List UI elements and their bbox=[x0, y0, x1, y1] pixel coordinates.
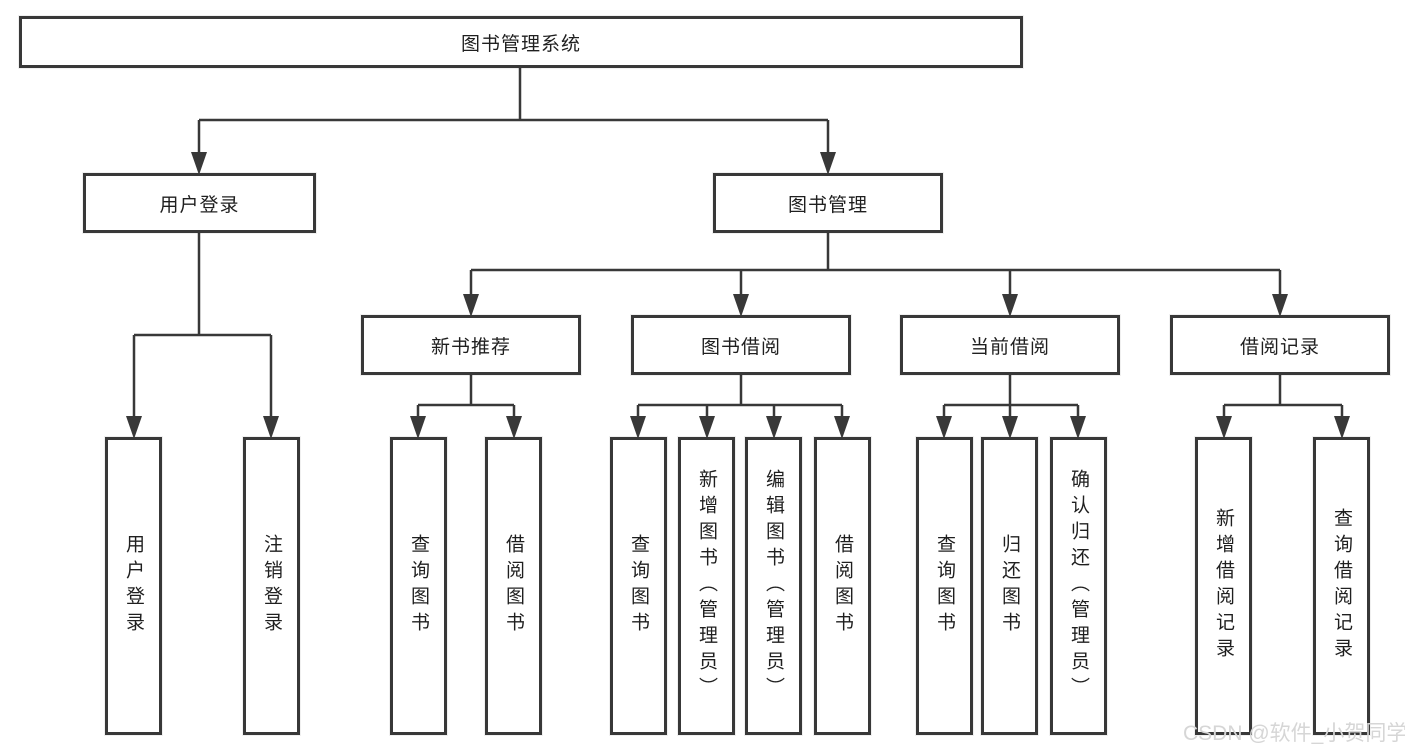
node-current-borrow: 当前借阅 bbox=[900, 315, 1120, 375]
leaf-add-books-admin: 新增图书（管理员） bbox=[678, 437, 735, 735]
leaf-return-books: 归还图书 bbox=[981, 437, 1038, 735]
connector-userlogin-to-leaves bbox=[126, 233, 279, 439]
leaf-query-borrow-record-label: 查询借阅记录 bbox=[1331, 508, 1352, 664]
leaf-edit-books-admin: 编辑图书（管理员） bbox=[745, 437, 802, 735]
node-borrow-records: 借阅记录 bbox=[1170, 315, 1390, 375]
leaf-query-books-3-label: 查询图书 bbox=[934, 534, 955, 638]
leaf-borrow-books-2-label: 借阅图书 bbox=[832, 534, 853, 638]
leaf-logout-label: 注销登录 bbox=[261, 534, 282, 638]
node-current-borrow-label: 当前借阅 bbox=[969, 336, 1050, 358]
node-root-label: 图书管理系统 bbox=[460, 33, 581, 55]
node-root: 图书管理系统 bbox=[19, 16, 1023, 68]
connector-bookmgmt-to-level3 bbox=[463, 233, 1288, 317]
csdn-watermark: CSDN @软件_小贺同学 bbox=[1183, 722, 1405, 745]
node-new-book-recommend: 新书推荐 bbox=[361, 315, 581, 375]
leaf-add-borrow-record: 新增借阅记录 bbox=[1195, 437, 1252, 735]
connector-newbookrec-to-leaves bbox=[410, 375, 522, 439]
leaf-confirm-return-admin-label: 确认归还（管理员） bbox=[1068, 469, 1089, 703]
leaf-user-login: 用户登录 bbox=[105, 437, 162, 735]
connector-borrowrecords-to-leaves bbox=[1216, 375, 1350, 439]
leaf-borrow-books-1-label: 借阅图书 bbox=[503, 534, 524, 638]
node-book-management: 图书管理 bbox=[713, 173, 943, 233]
connector-currentborrow-to-leaves bbox=[936, 375, 1086, 439]
leaf-edit-books-admin-label: 编辑图书（管理员） bbox=[763, 469, 784, 703]
leaf-logout: 注销登录 bbox=[243, 437, 300, 735]
connector-bookborrow-to-leaves bbox=[630, 375, 850, 439]
leaf-return-books-label: 归还图书 bbox=[999, 534, 1020, 638]
connector-root-to-level2 bbox=[191, 68, 836, 175]
leaf-borrow-books-1: 借阅图书 bbox=[485, 437, 542, 735]
leaf-add-books-admin-label: 新增图书（管理员） bbox=[696, 469, 717, 703]
leaf-query-borrow-record: 查询借阅记录 bbox=[1313, 437, 1370, 735]
leaf-query-books-2-label: 查询图书 bbox=[628, 534, 649, 638]
node-book-borrow-label: 图书借阅 bbox=[700, 336, 781, 358]
node-book-borrow: 图书借阅 bbox=[631, 315, 851, 375]
node-book-management-label: 图书管理 bbox=[787, 194, 868, 216]
leaf-query-books-1-label: 查询图书 bbox=[408, 534, 429, 638]
node-user-login-label: 用户登录 bbox=[159, 194, 240, 216]
node-user-login: 用户登录 bbox=[83, 173, 316, 233]
node-new-book-recommend-label: 新书推荐 bbox=[430, 336, 511, 358]
leaf-query-books-2: 查询图书 bbox=[610, 437, 667, 735]
leaf-confirm-return-admin: 确认归还（管理员） bbox=[1050, 437, 1107, 735]
leaf-query-books-3: 查询图书 bbox=[916, 437, 973, 735]
node-borrow-records-label: 借阅记录 bbox=[1239, 336, 1320, 358]
leaf-query-books-1: 查询图书 bbox=[390, 437, 447, 735]
leaf-add-borrow-record-label: 新增借阅记录 bbox=[1213, 508, 1234, 664]
leaf-user-login-label: 用户登录 bbox=[123, 534, 144, 638]
leaf-borrow-books-2: 借阅图书 bbox=[814, 437, 871, 735]
